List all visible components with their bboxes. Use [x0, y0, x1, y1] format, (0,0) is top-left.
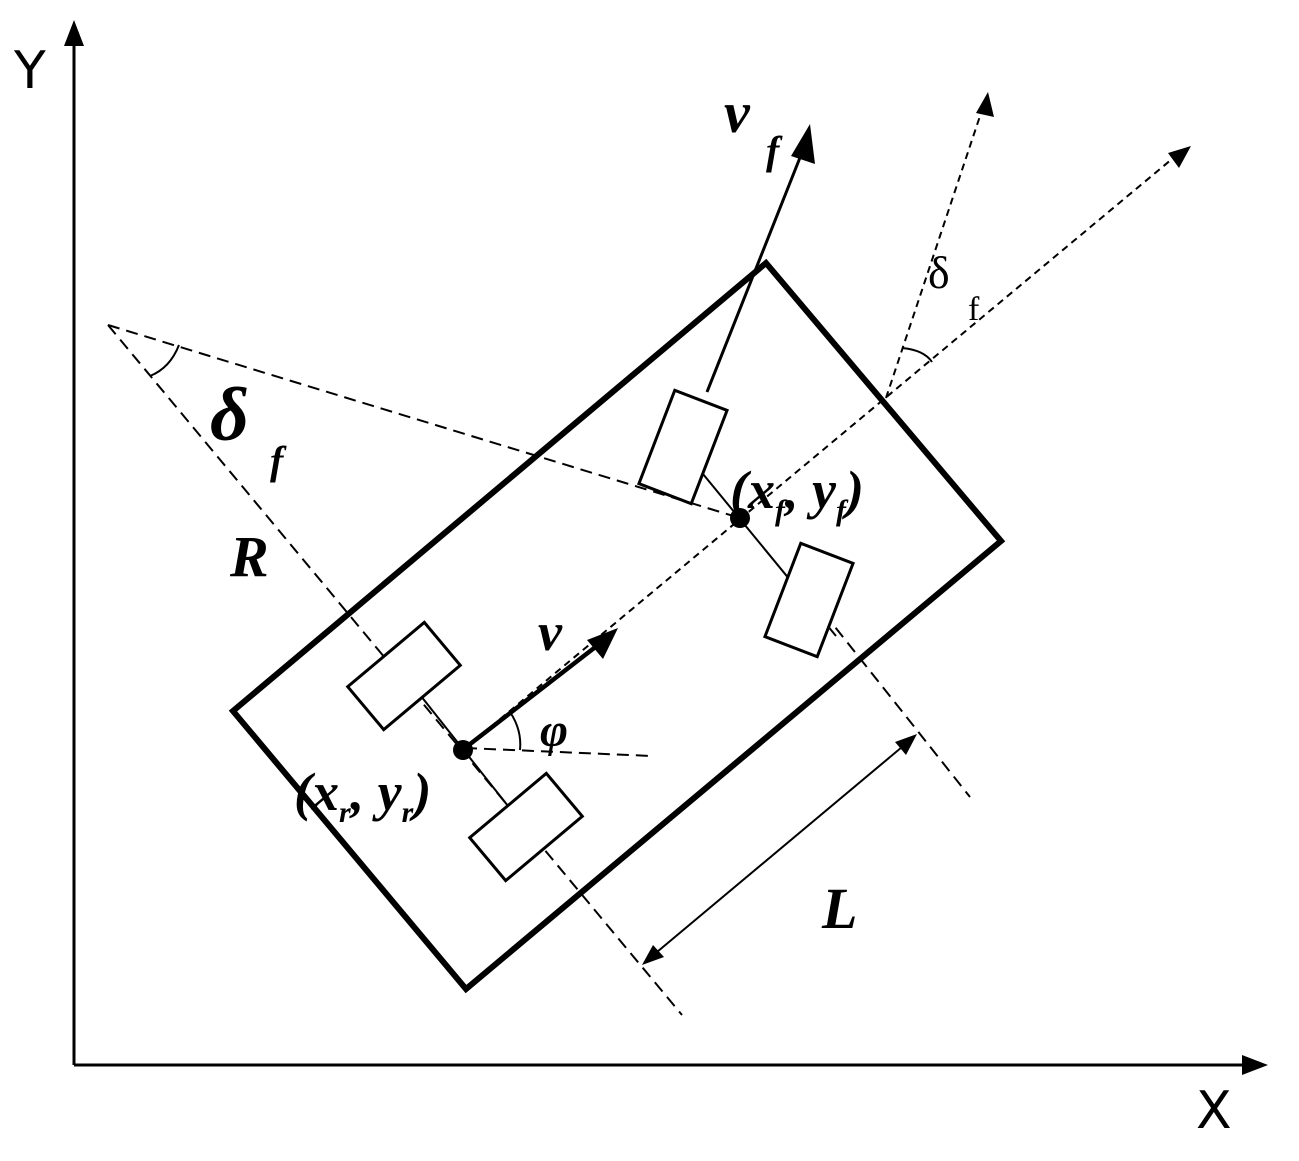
y-axis-label: Y — [13, 41, 46, 101]
front-axle-extension — [811, 597, 971, 798]
rear-right-wheel — [467, 771, 585, 883]
rear-velocity-arrowhead — [587, 628, 618, 659]
front-point-open: (x — [730, 460, 775, 520]
x-axis-label: X — [1196, 1081, 1232, 1141]
x-axis-arrowhead — [1242, 1055, 1268, 1075]
y-axis-arrowhead — [64, 20, 84, 46]
front-steer-angle-subscript: f — [968, 291, 980, 328]
center-steer-angle-label: δ — [210, 373, 249, 457]
front-steer-angle-label: δ — [928, 247, 950, 298]
steer-direction-arrowhead — [976, 92, 994, 117]
front-axle-center-point — [730, 508, 750, 528]
rear-left-wheel — [345, 620, 463, 732]
rear-point-separator: , y — [349, 762, 403, 822]
front-velocity-vector — [705, 149, 805, 393]
front-point-subscript-x: f — [775, 494, 788, 527]
front-left-wheel — [637, 388, 729, 506]
wheelbase-label: L — [821, 876, 857, 941]
rear-point-subscript-x: r — [339, 796, 351, 829]
diagram-labels: v f δ f δ f (xf, yf) R v φ (xr, yr) L — [210, 80, 980, 941]
front-steer-angle-arc — [901, 347, 933, 363]
front-right-wheel — [763, 541, 855, 659]
front-point-subscript-y: f — [836, 494, 849, 527]
heading-angle-arc — [509, 711, 522, 751]
front-point-label: (xf, yf) — [730, 460, 864, 527]
coordinate-axes: Y X — [13, 20, 1268, 1141]
wheelbase-dimension-line — [656, 746, 903, 953]
front-velocity-subscript: f — [766, 128, 783, 173]
front-velocity-arrowhead — [791, 124, 815, 164]
heading-angle-label: φ — [540, 704, 568, 757]
front-velocity-label: v — [724, 80, 751, 145]
rear-axle-center-point — [453, 740, 473, 760]
front-point-separator: , y — [783, 460, 837, 520]
wheelbase-arrowhead-start — [642, 945, 664, 965]
radius-line-front — [107, 324, 741, 519]
centerline-arrowhead — [1168, 146, 1191, 168]
wheelbase-arrowhead-end — [895, 734, 917, 755]
radius-label: R — [229, 524, 269, 589]
rear-velocity-label: v — [538, 602, 563, 662]
rear-point-close: ) — [408, 762, 431, 822]
center-steer-angle-subscript: f — [270, 438, 287, 483]
rear-point-label: (xr, yr) — [294, 762, 431, 829]
front-point-close: ) — [841, 460, 864, 520]
vehicle-body — [228, 258, 1006, 994]
construction-lines — [107, 92, 1191, 1016]
vehicle-centerline — [462, 153, 1179, 751]
rear-point-open: (x — [294, 762, 339, 822]
wheels — [345, 388, 855, 883]
rear-velocity-vector — [463, 643, 600, 750]
center-steer-angle-arc — [149, 344, 180, 377]
heading-reference-line — [464, 747, 653, 757]
rear-point-subscript-y: r — [402, 796, 414, 829]
